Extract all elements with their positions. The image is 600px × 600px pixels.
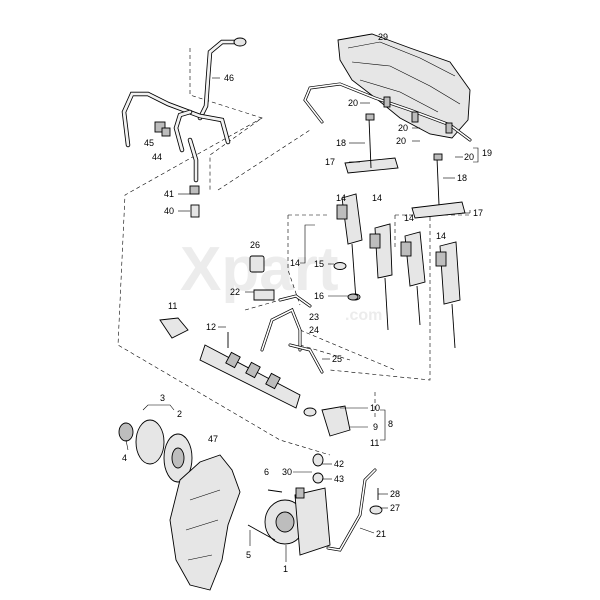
- part-labels: 29 46 45 44 41 40 20 20 20 20 19 18 18 1…: [122, 32, 492, 574]
- label-40: 40: [164, 206, 174, 216]
- label-18-a: 18: [336, 138, 346, 148]
- label-19: 19: [482, 148, 492, 158]
- label-20-b: 20: [398, 123, 408, 133]
- label-46: 46: [224, 73, 234, 83]
- rear-cover-47: [169, 454, 241, 591]
- label-29: 29: [378, 32, 388, 42]
- label-15: 15: [314, 259, 324, 269]
- label-14-e: 14: [290, 258, 300, 268]
- label-4: 4: [122, 453, 127, 463]
- watermark-domain: .com: [345, 307, 382, 324]
- label-41: 41: [164, 189, 174, 199]
- label-14-a: 14: [336, 193, 346, 203]
- engine-cover-29: [337, 33, 471, 139]
- pressure-regulator: [303, 405, 351, 437]
- label-17-a: 17: [325, 157, 335, 167]
- label-14-c: 14: [404, 213, 414, 223]
- fuel-supply-line: [326, 468, 383, 552]
- label-20-c: 20: [396, 136, 406, 146]
- label-20-a: 20: [348, 98, 358, 108]
- label-27: 27: [390, 503, 400, 513]
- high-pressure-pump: [247, 453, 331, 556]
- label-24: 24: [309, 325, 319, 335]
- label-30: 30: [282, 467, 292, 477]
- label-20-d: 20: [464, 152, 474, 162]
- injector-2: [369, 223, 393, 331]
- leader-lines: [125, 77, 479, 562]
- label-12: 12: [206, 322, 216, 332]
- label-28: 28: [390, 489, 400, 499]
- label-17-b: 17: [473, 208, 483, 218]
- label-43: 43: [334, 474, 344, 484]
- injector-4: [435, 241, 461, 349]
- label-14-b: 14: [372, 193, 382, 203]
- label-11-b: 11: [370, 438, 379, 448]
- label-16: 16: [314, 291, 324, 301]
- label-42: 42: [334, 459, 344, 469]
- label-21: 21: [376, 529, 386, 539]
- clamps-bolts: [344, 113, 466, 219]
- label-47: 47: [208, 434, 218, 444]
- label-3: 3: [160, 393, 165, 403]
- high-pressure-lines: [260, 294, 324, 374]
- label-22: 22: [230, 287, 240, 297]
- label-8: 8: [388, 419, 393, 429]
- dashed-connectors: [117, 48, 471, 456]
- label-18-b: 18: [457, 173, 467, 183]
- label-11-a: 11: [168, 301, 177, 311]
- label-10: 10: [370, 403, 380, 413]
- injector-3: [400, 231, 426, 326]
- label-1: 1: [283, 564, 288, 574]
- label-9: 9: [373, 422, 378, 432]
- fuel-rail: [159, 289, 301, 409]
- label-23: 23: [309, 312, 319, 322]
- label-14-d: 14: [436, 231, 446, 241]
- label-5: 5: [246, 550, 251, 560]
- label-2: 2: [177, 409, 182, 419]
- fuel-return-line: [303, 82, 472, 142]
- label-26: 26: [250, 240, 260, 250]
- seals: [249, 255, 359, 301]
- gear-assembly: [118, 419, 193, 483]
- label-25: 25: [332, 354, 342, 364]
- injector-1: [336, 193, 363, 301]
- vacuum-hoses: [121, 37, 247, 218]
- label-45: 45: [144, 138, 154, 148]
- label-44: 44: [152, 152, 162, 162]
- label-6: 6: [264, 467, 269, 477]
